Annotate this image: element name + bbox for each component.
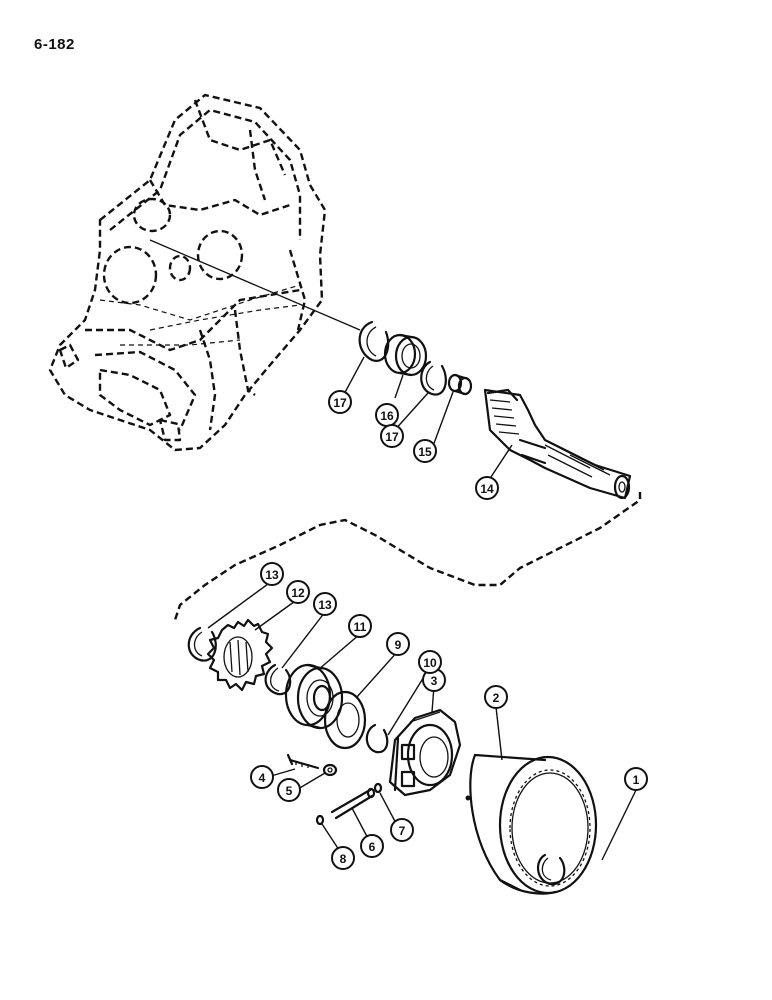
- callout-1: 1: [624, 767, 648, 791]
- callout-14: 14: [475, 476, 499, 500]
- callout-7-label: 7: [399, 824, 406, 838]
- assembly-bracket-line: [173, 492, 642, 621]
- o-ring-8-part: [315, 814, 325, 826]
- callout-13-left: 13: [260, 562, 284, 586]
- callout-17-left-label: 17: [333, 396, 347, 410]
- callout-1-label: 1: [633, 773, 640, 787]
- screw-4-part: [286, 753, 320, 770]
- callout-14-label: 14: [480, 482, 494, 496]
- callout-16-label: 16: [380, 409, 394, 423]
- callout-8-label: 8: [340, 852, 347, 866]
- snap-ring-1-part: [537, 853, 566, 886]
- callout-11-label: 11: [354, 620, 367, 634]
- callout-10-label: 10: [423, 656, 437, 670]
- shaft-centerline: [149, 239, 361, 331]
- transmission-housing: [48, 93, 327, 452]
- gear-12-part: [206, 618, 274, 692]
- callout-9-label: 9: [395, 638, 402, 652]
- callout-5-label: 5: [286, 784, 293, 798]
- o-ring-7-part: [373, 782, 383, 794]
- callout-17-right-label: 17: [385, 430, 399, 444]
- callout-15-label: 15: [418, 445, 432, 459]
- ring-gear-2-part: [465, 753, 598, 895]
- carrier-housing-3-part: [388, 708, 462, 797]
- callout-4: 4: [250, 765, 274, 789]
- pin-6-part: [330, 787, 376, 820]
- snap-ring-17-upper-part: [358, 320, 390, 362]
- callout-12: 12: [286, 580, 310, 604]
- washer-5-part: [322, 763, 338, 777]
- callout-17-left: 17: [328, 390, 352, 414]
- callout-11: 11: [348, 614, 372, 638]
- callout-5: 5: [277, 778, 301, 802]
- page-number: 6-182: [34, 36, 75, 53]
- callout-3-label: 3: [431, 674, 438, 688]
- washer-9-part: [323, 690, 367, 750]
- callout-13-right-label: 13: [318, 598, 332, 612]
- callout-9: 9: [386, 632, 410, 656]
- bushing-15-part: [447, 373, 473, 396]
- callout-17-right: 17: [380, 424, 404, 448]
- callout-13-right: 13: [313, 592, 337, 616]
- callout-2: 2: [484, 685, 508, 709]
- snap-ring-10-part: [365, 723, 389, 754]
- callout-4-label: 4: [259, 771, 266, 785]
- callout-6-label: 6: [369, 840, 376, 854]
- callout-8: 8: [331, 846, 355, 870]
- callout-6: 6: [360, 834, 384, 858]
- snap-ring-17-lower-part: [420, 360, 447, 396]
- callout-7: 7: [390, 818, 414, 842]
- leader-lines: [207, 356, 637, 861]
- callout-2-label: 2: [493, 691, 500, 705]
- callout-12-label: 12: [291, 586, 305, 600]
- callout-16: 16: [375, 403, 399, 427]
- shaft-14-part: [483, 388, 632, 500]
- bearing-16-part: [383, 333, 428, 377]
- callout-15: 15: [413, 439, 437, 463]
- callout-13-left-label: 13: [265, 568, 279, 582]
- snap-ring-13-left-part: [187, 626, 217, 662]
- callout-10: 10: [418, 650, 442, 674]
